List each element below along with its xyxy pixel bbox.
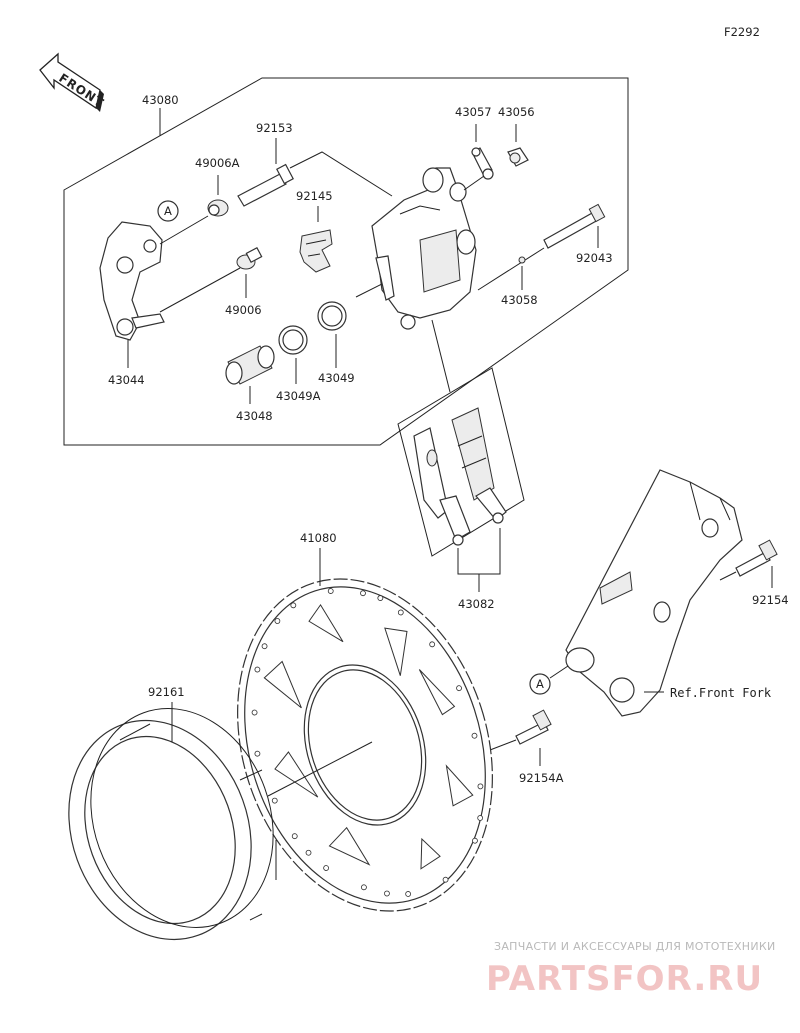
callout-a-upper (157, 200, 179, 222)
label-49006A: 49006A (195, 156, 240, 170)
label-41080: 41080 (300, 531, 337, 545)
label-43057: 43057 (455, 105, 492, 119)
tape-ring-92161 (68, 708, 277, 941)
bleeder-43057 (471, 147, 494, 180)
seal-43049 (317, 301, 347, 331)
pad-spring-92145 (299, 229, 333, 273)
bolt-92154a (515, 709, 552, 745)
label-92153: 92153 (256, 121, 293, 135)
front-arrow-icon: FRONT (39, 52, 107, 112)
front-fork (565, 469, 743, 717)
pin-92153 (237, 163, 294, 207)
bleeder-43056 (507, 147, 529, 167)
callout-a-lower-label: A (536, 677, 544, 691)
plug-43058 (518, 256, 526, 264)
label-43049: 43049 (318, 371, 355, 385)
watermark-subtitle: ЗАПЧАСТИ И АКСЕССУАРЫ ДЛЯ МОТОТЕХНИКИ (494, 940, 776, 953)
callout-a-upper-label: A (164, 204, 172, 218)
label-43049A: 43049A (276, 389, 321, 403)
diagram-code: F2292 (724, 25, 760, 39)
label-92145: 92145 (296, 189, 333, 203)
boot-49006a (207, 199, 229, 217)
bolt-92154 (735, 539, 778, 577)
brake-pads-frame (397, 367, 525, 557)
caliper-bracket (99, 221, 165, 341)
piston-43048 (225, 345, 275, 385)
caliper-assembly-frame (63, 77, 629, 446)
label-49006: 49006 (225, 303, 262, 317)
caliper-body (371, 167, 477, 330)
callout-a-lower (529, 673, 551, 695)
pad-pin-92043 (543, 203, 606, 249)
ref-front-fork-label: Ref.Front Fork (670, 686, 772, 700)
watermark-brand: PARTSFOR.RU (486, 959, 763, 999)
label-43058: 43058 (501, 293, 538, 307)
label-43056: 43056 (498, 105, 535, 119)
boot-49006 (236, 246, 263, 270)
label-43080: 43080 (142, 93, 179, 107)
seal-43049a (278, 325, 308, 355)
label-43082: 43082 (458, 597, 495, 611)
label-92043: 92043 (576, 251, 613, 265)
brake-disc (237, 578, 493, 912)
label-92154: 92154 (752, 593, 789, 607)
label-43044: 43044 (108, 373, 145, 387)
label-43048: 43048 (236, 409, 273, 423)
label-92161: 92161 (148, 685, 185, 699)
brake-pads (413, 407, 507, 546)
label-92154A: 92154A (519, 771, 564, 785)
